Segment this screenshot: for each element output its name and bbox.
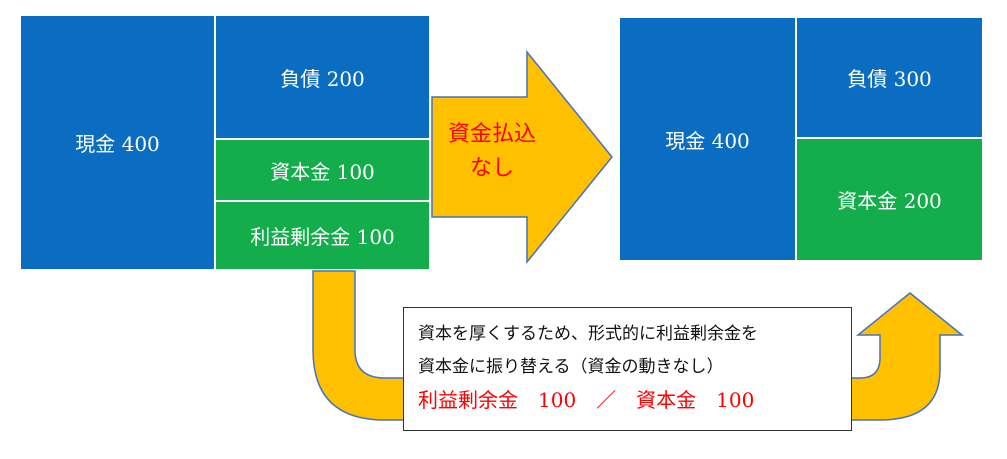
liabilities-before-box: 負債 200 <box>215 15 430 139</box>
cash-after-label: 現金 400 <box>665 128 750 153</box>
retained-earnings-before-box: 利益剰余金 100 <box>215 201 430 270</box>
capital-before-label: 資本金 100 <box>270 159 375 184</box>
explanation-note: 資本を厚くするため、形式的に利益剰余金を 資本金に振り替える（資金の動きなし） … <box>403 307 852 431</box>
middle-arrow-line2: なし <box>469 156 514 181</box>
note-line1: 資本を厚くするため、形式的に利益剰余金を <box>418 324 758 344</box>
liabilities-after-label: 負債 300 <box>847 67 932 91</box>
cash-before-label: 現金 400 <box>75 132 160 156</box>
journal-entry: 利益剰余金 100 ／ 資本金 100 <box>418 388 755 412</box>
right-arrow-icon <box>431 49 613 265</box>
cash-before-box: 現金 400 <box>20 15 215 270</box>
capital-after-label: 資本金 200 <box>837 189 942 213</box>
cash-after-box: 現金 400 <box>619 17 796 261</box>
middle-arrow-label: 資金払込 なし <box>432 118 552 186</box>
liabilities-after-box: 負債 300 <box>796 17 983 138</box>
capital-before-box: 資本金 100 <box>215 139 430 201</box>
capital-after-box: 資本金 200 <box>796 138 983 261</box>
note-line2: 資本金に振り替える（資金の動きなし） <box>418 357 724 377</box>
middle-arrow-line1: 資金払込 <box>447 122 536 147</box>
retained-earnings-before-label: 利益剰余金 100 <box>250 225 395 249</box>
liabilities-before-label: 負債 200 <box>280 66 365 91</box>
